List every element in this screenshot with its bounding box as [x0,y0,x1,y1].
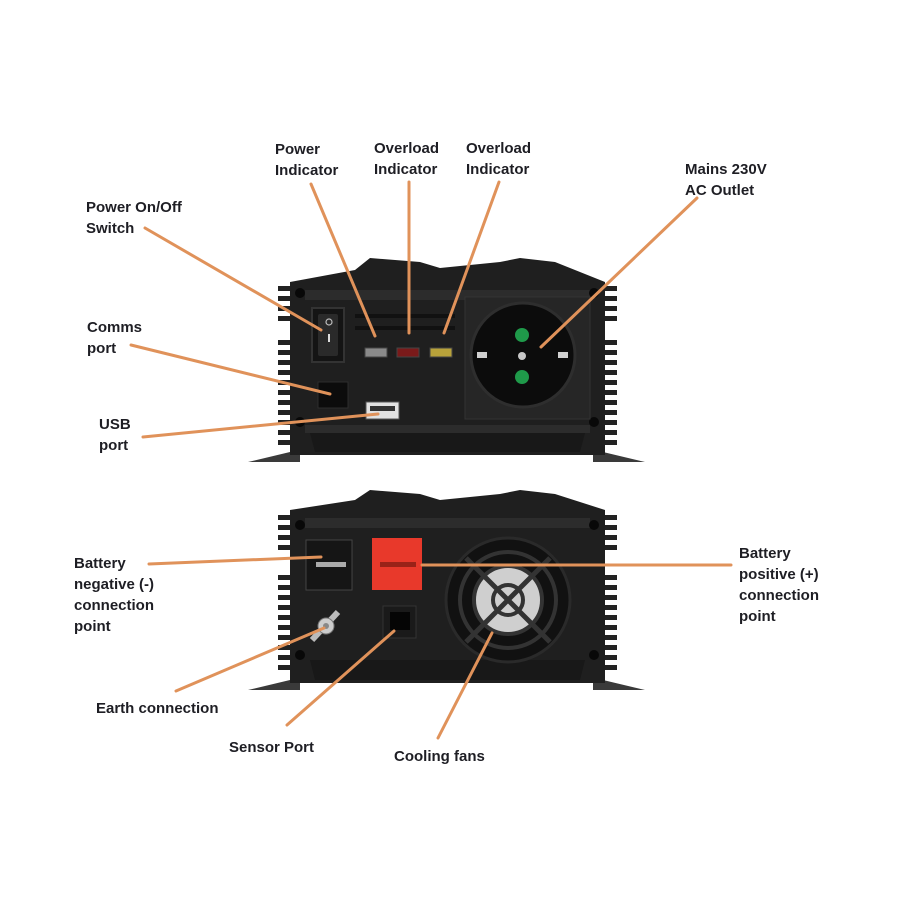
cooling-fan [444,536,572,664]
right-foot [593,452,645,462]
label-battery-negative: Battery negative (-) connection point [74,555,155,635]
front-vents [355,314,455,330]
label-comms-port: Comms port [87,319,143,357]
label-ac-outlet: Mains 230V AC Outlet [685,161,767,199]
overload-led-red [396,347,420,358]
label-overload-indicator-1: Overload Indicator [374,140,440,178]
label-battery-positive: Battery positive (+) connection point [739,545,820,625]
overload-led-yellow [429,347,453,358]
label-earth-connection: Earth connection [96,700,219,717]
rear-panel [248,490,645,690]
label-power-indicator: Power Indicator [275,141,339,179]
label-usb-port: USB port [99,416,131,454]
front-panel [248,258,645,462]
power-switch [311,307,345,363]
leader-lines [129,180,733,740]
power-led [364,347,388,358]
label-cooling-fans: Cooling fans [394,748,485,765]
right-heat-fins [603,286,617,445]
label-overload-indicator-2: Overload Indicator [466,140,532,178]
label-power-switch: Power On/Off Switch [86,199,182,237]
left-foot [248,452,300,462]
label-sensor-port: Sensor Port [229,739,315,756]
comms-port-jack [317,381,349,409]
